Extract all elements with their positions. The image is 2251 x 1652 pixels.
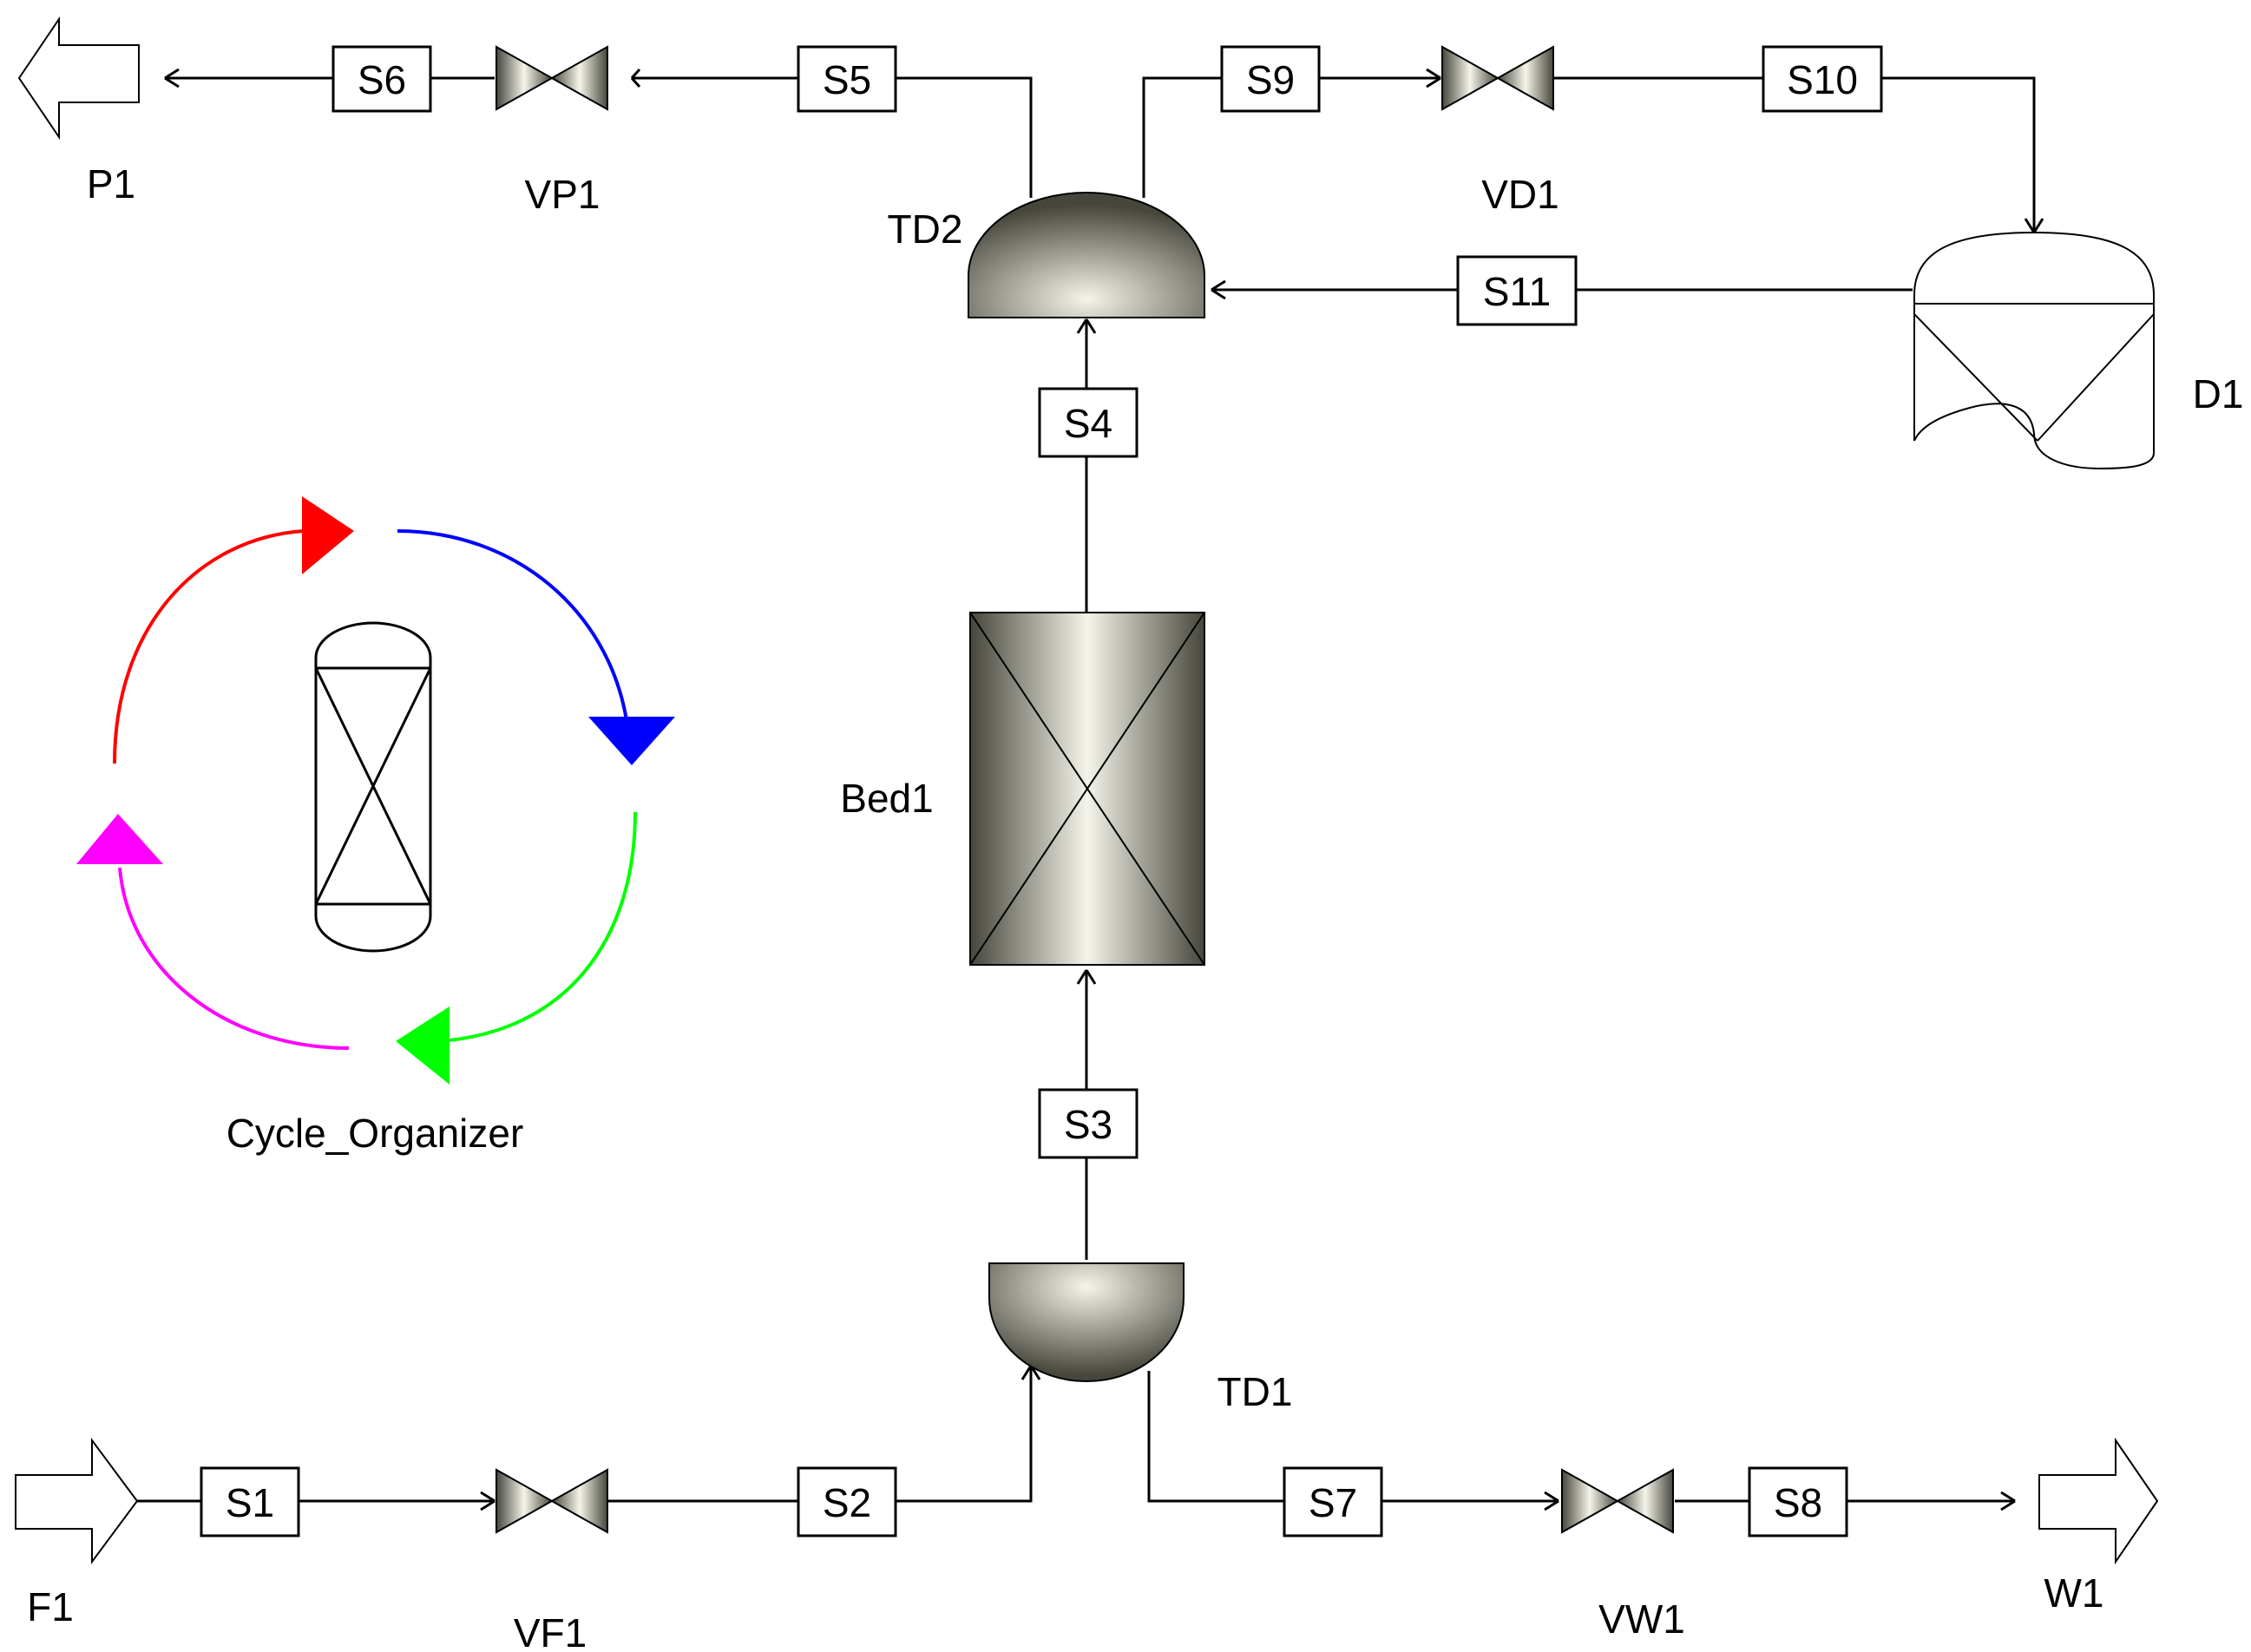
- cycle-arrow-magenta: [76, 814, 163, 864]
- line-td2-to-vd1[interactable]: [1142, 68, 1441, 198]
- valve-icon[interactable]: [1561, 1468, 1674, 1534]
- unit-label-cycle-organizer: Cycle_Organizer: [226, 1111, 524, 1156]
- stream-label: S7: [1309, 1480, 1357, 1525]
- flash-drum-icon[interactable]: [968, 192, 1205, 318]
- unit-label-bed1: Bed1: [840, 776, 933, 821]
- unit-label-vp1: VP1: [525, 172, 600, 217]
- stream-label: S10: [1787, 57, 1858, 102]
- stream-label: S6: [358, 57, 406, 102]
- stream-label: S5: [823, 57, 871, 102]
- stream-s3[interactable]: S3: [1038, 1088, 1139, 1159]
- cycle-arc-magenta: [118, 867, 350, 1050]
- stream-label: S11: [1483, 269, 1551, 314]
- line-vp1-to-p1[interactable]: [164, 68, 495, 88]
- line-vd1-to-d1[interactable]: [1553, 76, 2044, 233]
- stream-s8[interactable]: S8: [1748, 1466, 1848, 1537]
- stream-label: S8: [1774, 1480, 1822, 1525]
- valve-icon[interactable]: [495, 45, 608, 111]
- stream-s7[interactable]: S7: [1283, 1466, 1383, 1537]
- cycle-arrow-red: [302, 496, 354, 574]
- cycle-arrow-blue: [588, 717, 675, 765]
- drum-icon[interactable]: [1913, 231, 2155, 470]
- feed-arrow-icon[interactable]: [15, 1437, 139, 1565]
- line-td1-to-vw1[interactable]: [1147, 1371, 1559, 1511]
- packed-bed-icon[interactable]: [969, 612, 1205, 966]
- unit-label-td1: TD1: [1217, 1369, 1293, 1414]
- cycle-organizer-icon[interactable]: [76, 496, 675, 1085]
- stream-label: S2: [823, 1480, 871, 1525]
- product-arrow-icon[interactable]: [2038, 1437, 2159, 1565]
- stream-label: S4: [1064, 401, 1112, 446]
- valve-icon[interactable]: [495, 1468, 608, 1534]
- unit-label-d1: D1: [2193, 371, 2244, 416]
- unit-label-p1: P1: [87, 161, 135, 206]
- line-bed1-to-td2[interactable]: [1076, 318, 1097, 613]
- flash-drum-icon[interactable]: [988, 1262, 1185, 1382]
- product-arrow-icon[interactable]: [17, 16, 140, 141]
- stream-s11[interactable]: S11: [1456, 255, 1578, 326]
- stream-s1[interactable]: S1: [200, 1466, 300, 1537]
- stream-s10[interactable]: S10: [1762, 45, 1883, 113]
- unit-label-vw1: VW1: [1598, 1596, 1685, 1642]
- line-f1-to-vf1[interactable]: [137, 1491, 495, 1511]
- stream-label: S9: [1246, 57, 1295, 102]
- stream-s2[interactable]: S2: [797, 1466, 897, 1537]
- valve-icon[interactable]: [1441, 45, 1554, 111]
- unit-label-vf1: VF1: [514, 1610, 587, 1652]
- stream-s4[interactable]: S4: [1038, 387, 1139, 458]
- stream-s6[interactable]: S6: [331, 45, 432, 113]
- line-td2-to-vp1[interactable]: [630, 68, 1033, 198]
- stream-label: S1: [226, 1480, 274, 1525]
- unit-label-f1: F1: [27, 1584, 74, 1629]
- unit-label-w1: W1: [2044, 1570, 2104, 1616]
- cycle-arc-red: [113, 529, 305, 764]
- stream-s5[interactable]: S5: [797, 45, 897, 113]
- cycle-arrow-green: [396, 1006, 450, 1085]
- stream-label: S3: [1064, 1102, 1112, 1147]
- cycle-arc-blue: [397, 529, 628, 721]
- cycle-arc-green: [438, 811, 637, 1043]
- unit-label-vd1: VD1: [1481, 172, 1559, 217]
- stream-s9[interactable]: S9: [1220, 45, 1321, 113]
- unit-label-td2: TD2: [888, 206, 963, 252]
